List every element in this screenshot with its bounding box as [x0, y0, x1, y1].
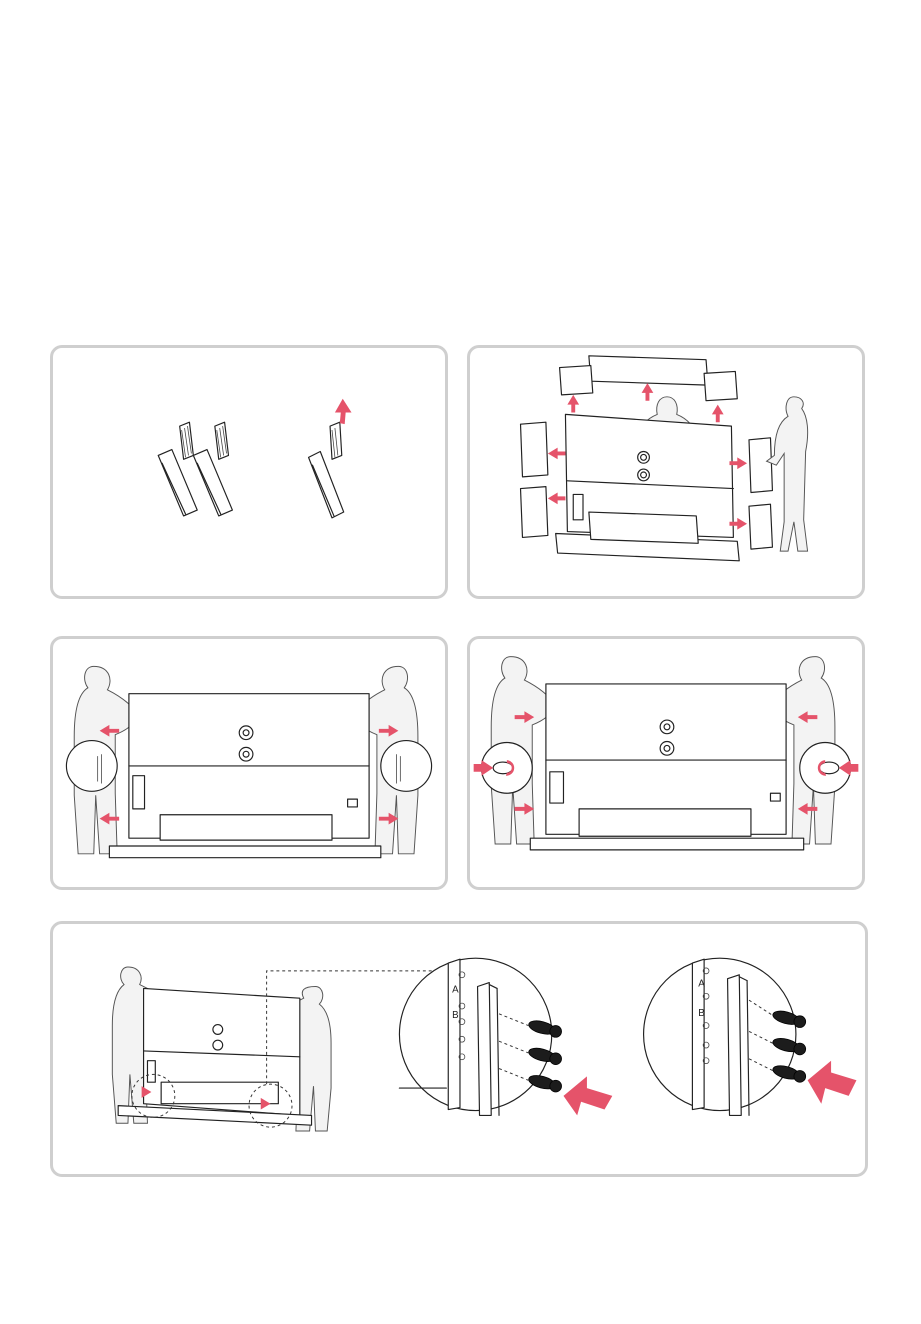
detail-zoom-left [66, 741, 117, 792]
side-packaging-left-top [521, 422, 548, 477]
screw-detail-right: A B [644, 958, 857, 1115]
step3-illustration [53, 639, 445, 887]
stand-leg-2 [193, 422, 232, 516]
screw-3 [527, 1073, 561, 1092]
hole-label-b: B [698, 1008, 705, 1019]
side-packaging-right-top [749, 438, 772, 493]
step2-illustration [470, 348, 862, 596]
step1-panel [50, 345, 448, 599]
step1-illustration [53, 348, 445, 596]
side-packaging-left-bottom [521, 487, 548, 538]
stand-leg-1 [158, 422, 197, 516]
screw-detail-left: A B [399, 958, 612, 1115]
step2-panel [467, 345, 865, 599]
step4-panel [467, 636, 865, 890]
detail-circle-right [644, 958, 796, 1110]
hole-label-a: A [452, 984, 459, 995]
person-right [767, 397, 808, 551]
overview-illustration [112, 967, 438, 1131]
bottom-packaging [530, 838, 803, 850]
step5-illustration: A B A B [53, 924, 865, 1174]
step3-panel [50, 636, 448, 890]
detail-zoom-right [381, 741, 432, 792]
stand-leg-3 [309, 422, 344, 518]
step4-illustration [470, 639, 862, 887]
side-packaging-right-bottom [749, 504, 772, 549]
hole-label-a: A [698, 979, 705, 990]
bottom-packaging [109, 846, 380, 858]
hole-label-b: B [452, 1010, 459, 1021]
step5-panel: A B A B [50, 921, 868, 1177]
push-arrow-left [563, 1076, 612, 1115]
push-arrow-right [808, 1061, 857, 1104]
top-packaging [589, 356, 708, 385]
lift-arrow [335, 399, 352, 424]
